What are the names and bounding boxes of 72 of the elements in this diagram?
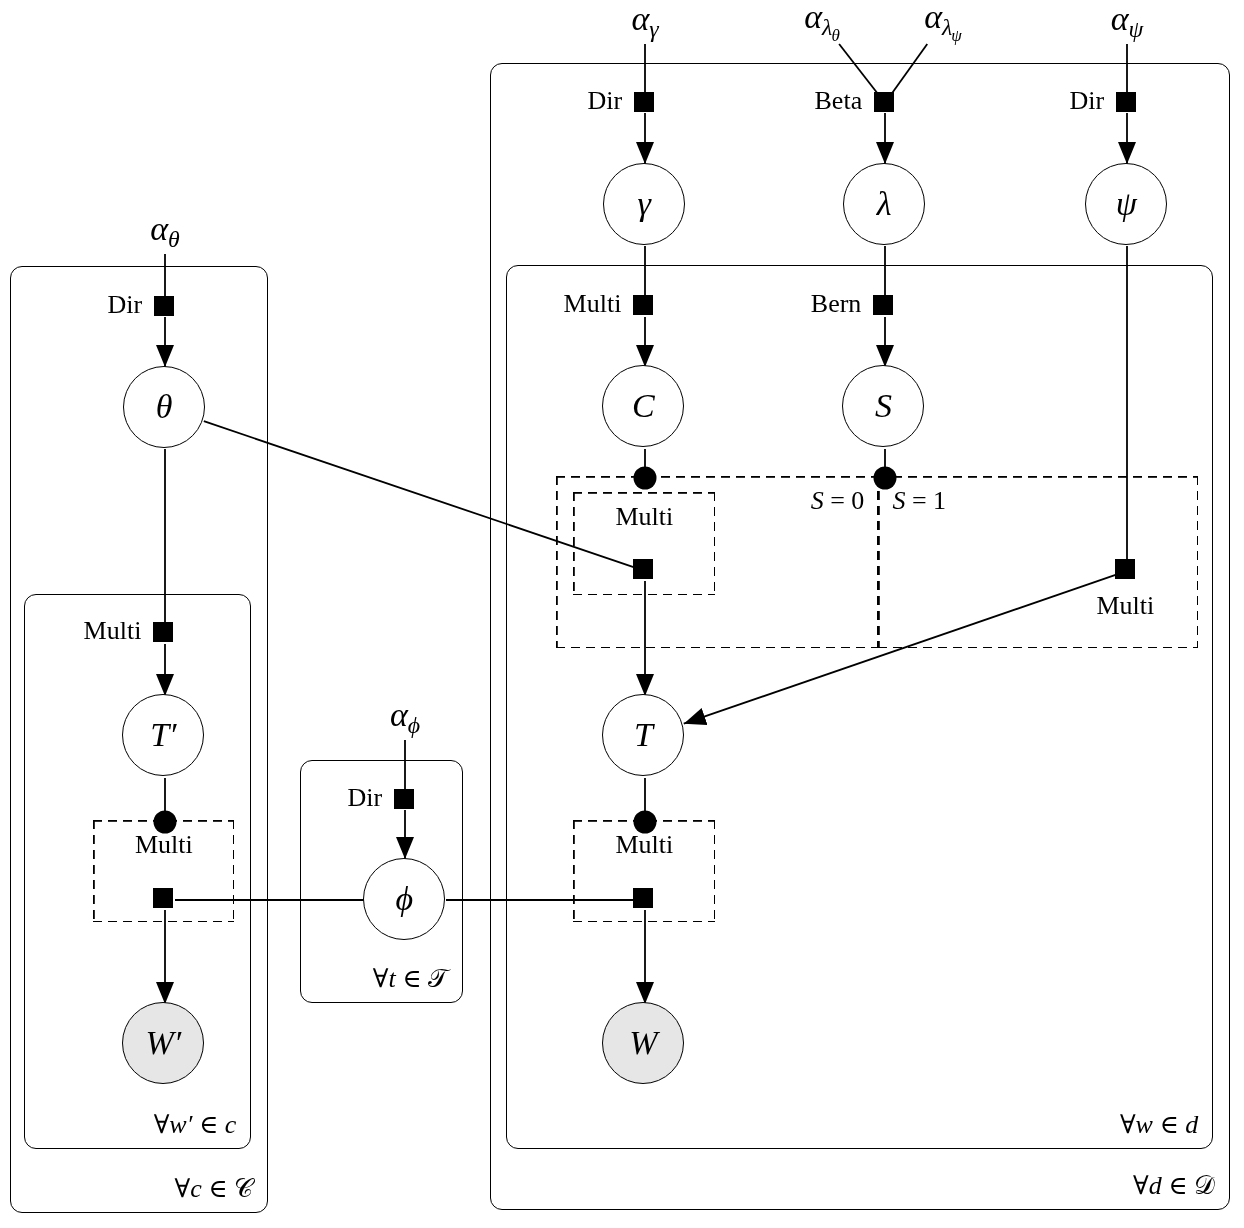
arrow [1118,112,1136,165]
distribution-label: Dir [587,87,623,114]
hyperparameter-label: α$_{γ}$ [631,2,659,42]
distribution-label: Beta [814,87,863,114]
connector-line [884,245,886,298]
gate-box [573,492,716,596]
gate-box [878,476,1199,649]
plate-box [506,265,1214,1150]
plate-label: ∀w ∈ d [1119,1112,1199,1139]
arrow [636,112,654,165]
gate-label: Multi [133,832,194,859]
gate-label: Multi [614,832,675,859]
hyperparameter-label: α$_{ψ}$ [1110,2,1144,42]
dot-connector [633,777,657,834]
connector-line [891,43,929,94]
distribution-label: Dir [347,784,383,811]
variable-label: λ [876,187,892,222]
arrow [636,316,654,368]
variable-label: W [629,1026,658,1061]
hyperparameter-label: α$_{θ}$ [150,212,180,252]
connector-line [164,448,166,625]
variable-label: γ [637,187,651,222]
arrow [636,909,654,1005]
gate-box [573,820,716,923]
arrow [156,643,174,697]
plate-label: ∀d ∈ 𝒟 [1133,1173,1215,1199]
arrow [876,316,894,368]
factor-square [633,559,654,580]
arrow [396,809,414,860]
plate-label: ∀c ∈ 𝒞 [174,1176,253,1202]
connector-line [644,245,646,298]
arrow [156,316,174,368]
dot-connector [633,448,657,490]
variable-label: T [633,718,653,753]
plate-label: ∀w′ ∈ c [153,1112,237,1139]
variable-label: θ [155,390,173,425]
connector-line [174,899,365,901]
dot-connector [873,448,897,490]
arrow [876,112,894,165]
plate-box [490,63,1230,1210]
plate-box [10,266,268,1213]
factor-square [633,888,654,909]
distribution-label: Multi [1096,593,1155,620]
variable-label: C [632,389,655,424]
distribution-label: Dir [1069,87,1105,114]
hyperparameter-label: α$_{ϕ}$ [389,698,421,738]
gate-label: S = 1 [892,488,947,515]
connector-line [838,43,879,94]
variable-label: T′ [150,718,177,753]
factor-square [153,888,174,909]
connector-line [164,253,166,298]
distribution-label: Multi [83,618,142,645]
gate-label: S = 0 [810,488,865,515]
variable-label: W′ [145,1026,182,1061]
distribution-label: Bern [810,291,862,318]
connector-line [404,739,406,791]
variable-label: ψ [1115,187,1137,222]
connector-line [1126,43,1128,94]
variable-label: ϕ [395,882,413,917]
plate-box [24,594,252,1150]
dot-connector [153,777,177,834]
connector-line [644,43,646,94]
gate-box [556,476,879,649]
plate-box [300,760,463,1003]
distribution-label: Multi [563,291,622,318]
connector-line [1126,245,1128,562]
arrow [156,909,174,1005]
variable-label: S [874,389,892,424]
distribution-label: Dir [107,291,143,318]
arrow [636,580,654,697]
gate-box [93,820,235,923]
gate-label: Multi [614,504,675,531]
